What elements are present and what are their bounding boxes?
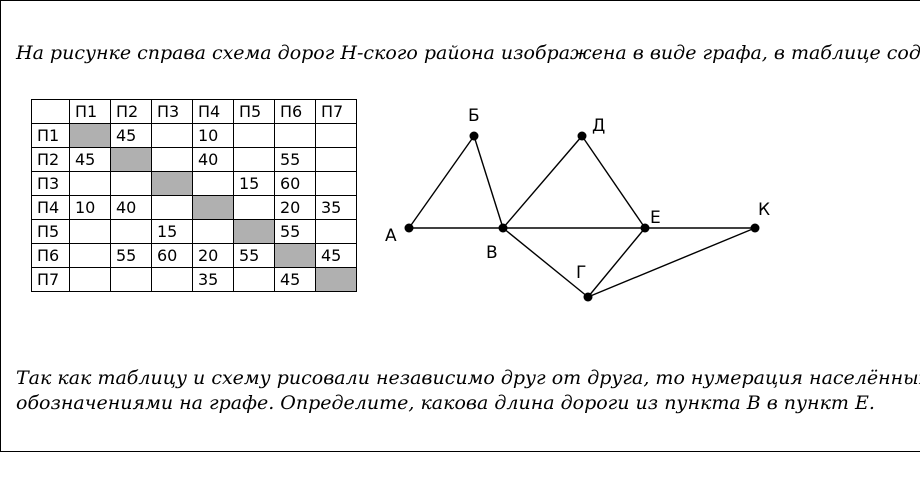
question-text-line-2: обозначениями на графе. Определите, како… bbox=[16, 392, 875, 414]
row-header: П3 bbox=[31, 171, 70, 196]
distance-cell bbox=[315, 147, 357, 172]
diagonal-cell bbox=[192, 195, 234, 220]
distance-cell bbox=[69, 171, 111, 196]
distance-cell: 60 bbox=[151, 243, 193, 268]
table-row: П1 45 10 bbox=[31, 123, 357, 148]
distance-cell: 45 bbox=[315, 243, 357, 268]
distance-cell: 35 bbox=[315, 195, 357, 220]
distance-cell bbox=[151, 123, 193, 148]
distance-cell bbox=[233, 147, 275, 172]
distance-cell bbox=[110, 267, 152, 292]
diagonal-cell bbox=[151, 171, 193, 196]
distance-cell: 10 bbox=[192, 123, 234, 148]
graph-node-label-v: В bbox=[486, 243, 498, 263]
graph-node-d bbox=[577, 131, 587, 141]
distance-cell: 55 bbox=[110, 243, 152, 268]
table-row: П7 35 45 bbox=[31, 267, 357, 292]
question-text-line-1: Так как таблицу и схему рисовали независ… bbox=[16, 367, 920, 389]
distance-cell: 45 bbox=[69, 147, 111, 172]
column-header: П3 bbox=[151, 99, 193, 124]
row-header: П2 bbox=[31, 147, 70, 172]
graph-edge-g-k bbox=[587, 227, 756, 298]
column-header: П2 bbox=[110, 99, 152, 124]
diagonal-cell bbox=[274, 243, 316, 268]
distance-cell: 40 bbox=[192, 147, 234, 172]
graph-node-e bbox=[640, 223, 650, 233]
distance-cell: 55 bbox=[233, 243, 275, 268]
distance-cell: 20 bbox=[192, 243, 234, 268]
graph-edge-a-b bbox=[408, 135, 475, 229]
distance-cell: 35 bbox=[192, 267, 234, 292]
row-header: П5 bbox=[31, 219, 70, 244]
diagonal-cell bbox=[233, 219, 275, 244]
graph-node-b bbox=[469, 131, 479, 141]
column-header: П4 bbox=[192, 99, 234, 124]
column-header: П5 bbox=[233, 99, 275, 124]
graph-edge-v-g bbox=[502, 227, 589, 298]
distance-cell bbox=[233, 267, 275, 292]
distance-cell: 15 bbox=[233, 171, 275, 196]
graph-node-k bbox=[750, 223, 760, 233]
road-graph: А Б В Г Д Е К bbox=[385, 106, 770, 302]
distance-cell: 55 bbox=[274, 219, 316, 244]
graph-node-label-b: Б bbox=[468, 106, 480, 126]
distance-cell bbox=[315, 219, 357, 244]
graph-edge-v-d bbox=[502, 135, 583, 229]
distance-cell: 40 bbox=[110, 195, 152, 220]
distance-cell bbox=[151, 267, 193, 292]
row-header: П7 bbox=[31, 267, 70, 292]
column-header: П1 bbox=[69, 99, 111, 124]
distance-cell bbox=[233, 123, 275, 148]
row-header: П1 bbox=[31, 123, 70, 148]
distance-cell bbox=[110, 219, 152, 244]
row-header: П6 bbox=[31, 243, 70, 268]
intro-text: На рисунке справа схема дорог Н-ского ра… bbox=[16, 42, 920, 64]
table-row: П5 15 55 bbox=[31, 219, 357, 244]
row-header: П4 bbox=[31, 195, 70, 220]
graph-node-v bbox=[498, 223, 508, 233]
distance-cell bbox=[69, 219, 111, 244]
graph-node-label-g: Г bbox=[576, 263, 586, 283]
distance-cell: 45 bbox=[110, 123, 152, 148]
diagonal-cell bbox=[110, 147, 152, 172]
graph-node-label-d: Д bbox=[592, 116, 605, 136]
distance-cell bbox=[151, 195, 193, 220]
distance-cell: 45 bbox=[274, 267, 316, 292]
distance-cell: 60 bbox=[274, 171, 316, 196]
graph-edge-e-g bbox=[587, 227, 646, 298]
distance-cell bbox=[110, 171, 152, 196]
diagonal-cell bbox=[69, 123, 111, 148]
distance-cell: 20 bbox=[274, 195, 316, 220]
table-corner-cell bbox=[31, 99, 70, 124]
distance-cell bbox=[69, 243, 111, 268]
distance-cell bbox=[69, 267, 111, 292]
column-header: П6 bbox=[274, 99, 316, 124]
graph-node-label-k: К bbox=[758, 200, 770, 220]
graph-edge-d-e bbox=[581, 135, 646, 229]
distance-cell: 15 bbox=[151, 219, 193, 244]
distance-cell: 55 bbox=[274, 147, 316, 172]
distance-cell bbox=[151, 147, 193, 172]
distance-cell bbox=[274, 123, 316, 148]
graph-node-a bbox=[404, 223, 414, 233]
graph-node-g bbox=[583, 292, 593, 302]
task-frame bbox=[0, 0, 920, 452]
distance-cell bbox=[192, 219, 234, 244]
column-header: П7 bbox=[315, 99, 357, 124]
distance-cell bbox=[233, 195, 275, 220]
diagonal-cell bbox=[315, 267, 357, 292]
graph-node-label-a: А bbox=[385, 226, 397, 246]
distance-cell bbox=[315, 171, 357, 196]
graph-edge-b-v bbox=[473, 135, 504, 229]
distance-cell bbox=[315, 123, 357, 148]
distance-cell bbox=[192, 171, 234, 196]
distance-cell: 10 bbox=[69, 195, 111, 220]
graph-node-label-e: Е bbox=[650, 208, 661, 228]
